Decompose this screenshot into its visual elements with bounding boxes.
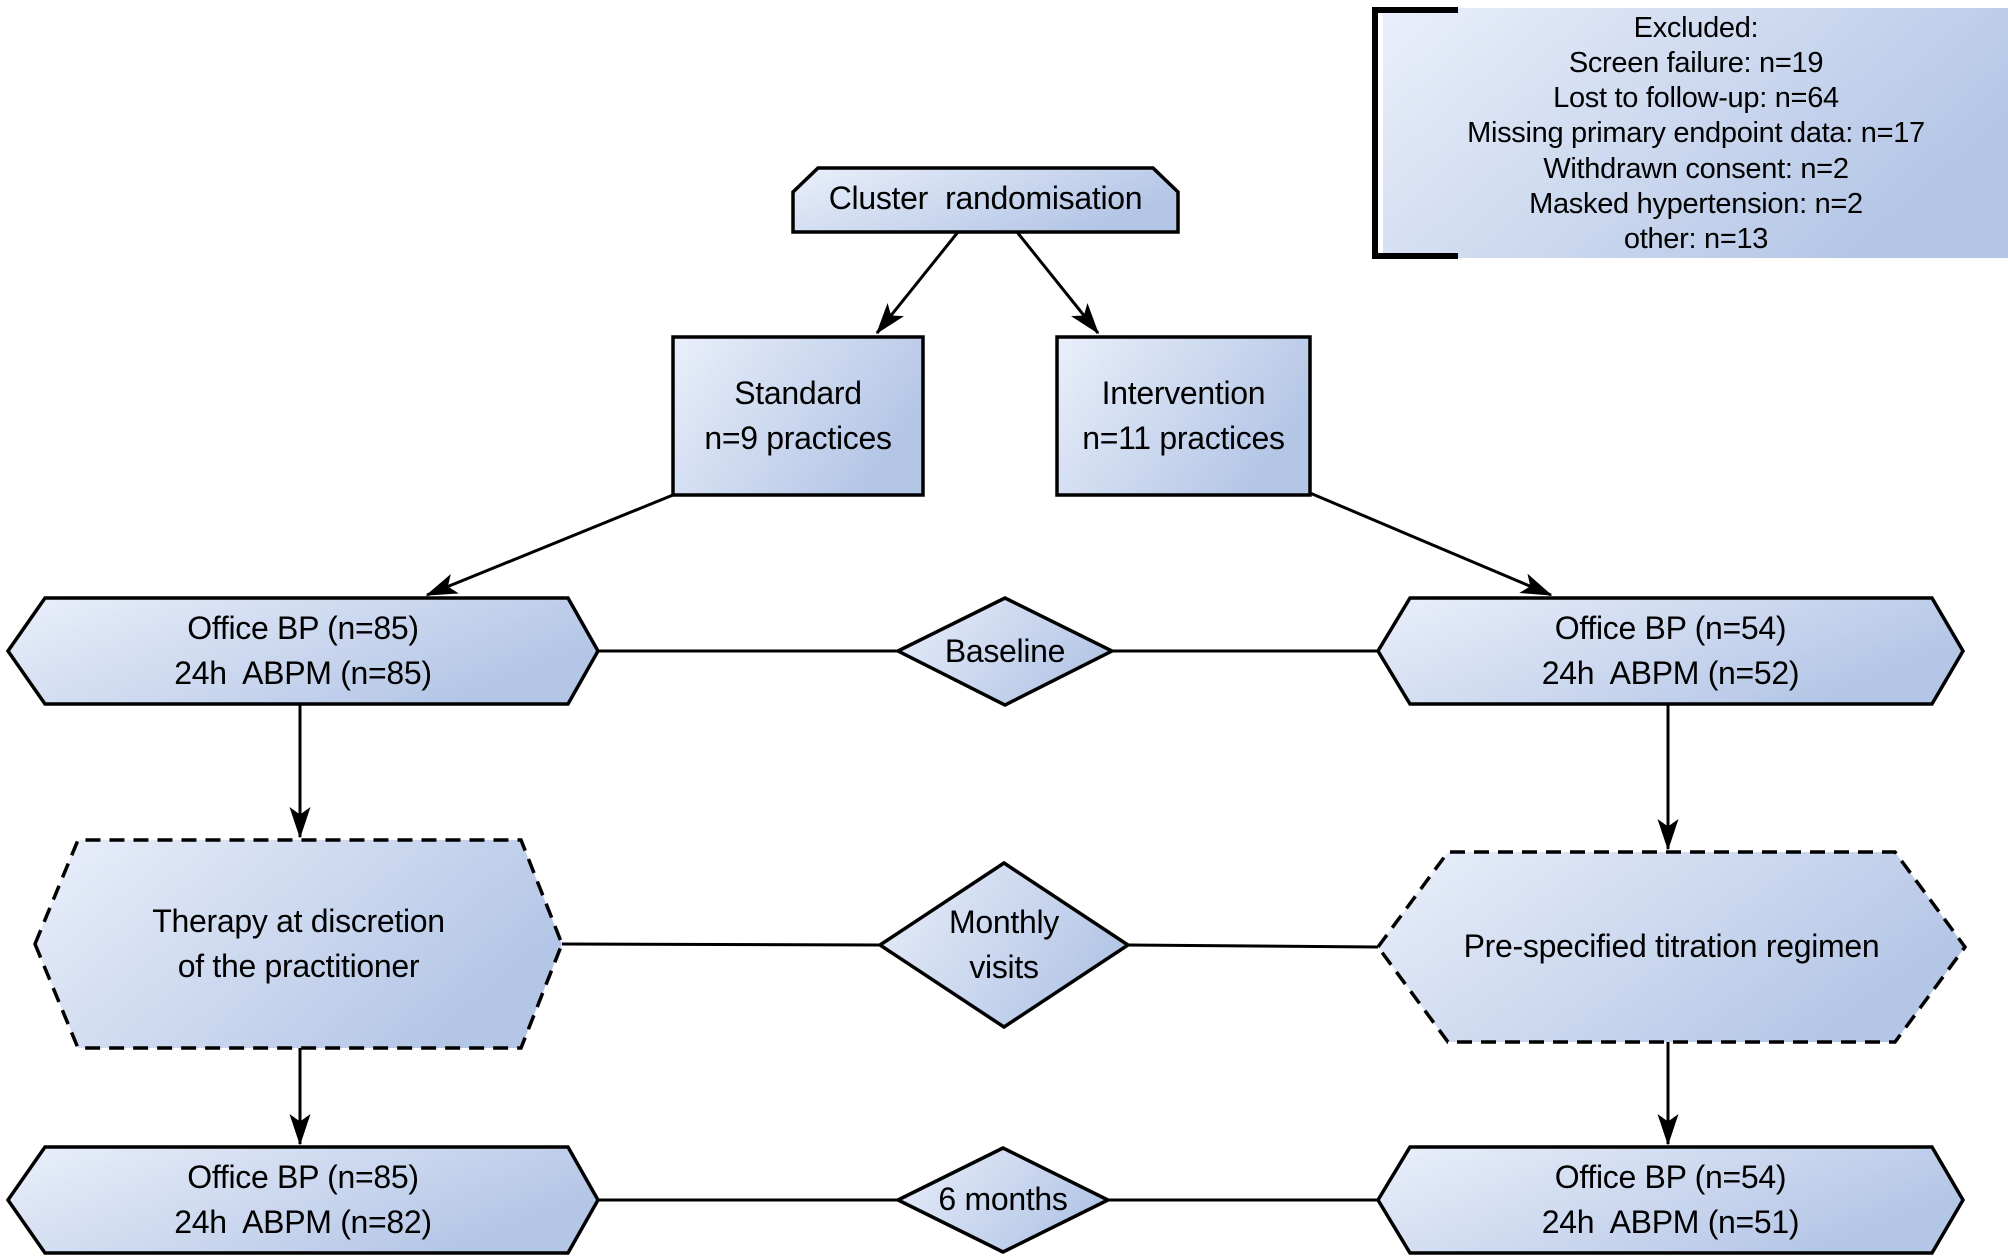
excluded-box-shape: [1383, 8, 2008, 258]
cluster-randomisation-shape: [791, 166, 1180, 234]
followup-right-hexagon-shape: [1375, 1145, 1966, 1255]
monthly-visits-diamond-shape: [876, 860, 1132, 1030]
connector-monthly-right: [1127, 943, 1379, 949]
followup-left-hexagon-shape: [5, 1145, 601, 1255]
arrow-cluster-to-intervention: [1015, 231, 1100, 335]
excluded-line-other: other: n=13: [1623, 222, 1769, 255]
nodes: [5, 166, 1968, 1255]
six-months-diamond-shape: [894, 1146, 1112, 1254]
excluded-box-bracket: [1372, 7, 1458, 259]
excluded-line-masked-hypertension: Masked hypertension: n=2: [1529, 187, 1863, 220]
standard-box-shape: [671, 335, 925, 497]
baseline-diamond-shape: [894, 596, 1116, 707]
baseline-right-hexagon-shape: [1375, 596, 1966, 706]
excluded-line-lost-followup: Lost to follow-up: n=64: [1553, 82, 1839, 115]
excluded-title: Excluded:: [1633, 12, 1759, 44]
arrow-intervention-to-baseline: [1309, 491, 1553, 597]
titration-hexagon-shape: [1375, 850, 1968, 1044]
intervention-box-shape: [1055, 335, 1312, 497]
baseline-left-hexagon-shape: [5, 596, 601, 706]
arrow-standard-to-baseline: [425, 493, 674, 597]
therapy-hexagon-shape: [33, 838, 564, 1050]
excluded-box-text: Excluded: Screen failure: n=19 Lost to f…: [1390, 11, 2002, 257]
arrow-cluster-to-standard: [875, 231, 960, 335]
excluded-line-screen-failure: Screen failure: n=19: [1568, 47, 1824, 80]
excluded-line-withdrawn-consent: Withdrawn consent: n=2: [1543, 152, 1849, 185]
connectors: [561, 649, 1379, 1202]
connector-monthly-left: [561, 942, 881, 947]
arrows: [289, 231, 1679, 1146]
excluded-line-missing-endpoint: Missing primary endpoint data: n=17: [1467, 117, 1925, 150]
